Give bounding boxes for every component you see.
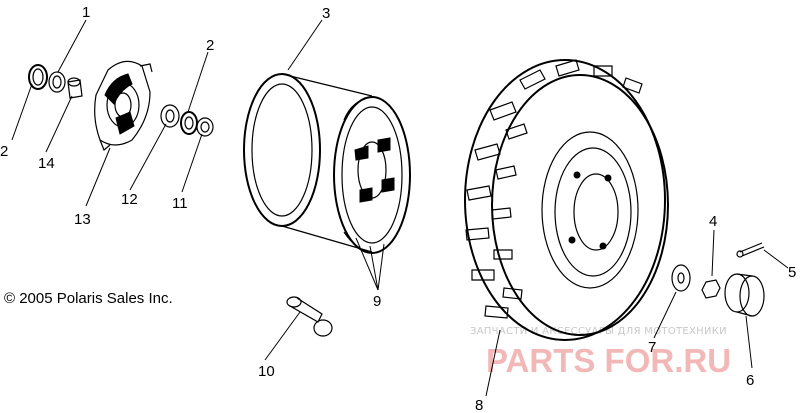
spacer-right-part — [196, 117, 214, 137]
bearing-right-part — [160, 104, 180, 128]
callout-3: 3 — [322, 5, 330, 22]
washer-part — [671, 264, 691, 292]
callout-11: 11 — [172, 195, 188, 212]
callout-10: 10 — [258, 363, 275, 380]
nut-part — [701, 279, 721, 299]
callouts: 1 2 2 3 4 5 6 7 8 9 10 11 12 13 14 — [0, 4, 796, 413]
callout-9: 9 — [373, 293, 381, 310]
copyright-notice: © 2005 Polaris Sales Inc. — [4, 290, 173, 307]
callout-4: 4 — [709, 213, 717, 230]
tire-part — [464, 59, 669, 341]
callout-1: 1 — [82, 4, 90, 21]
seal-right-part — [180, 111, 198, 135]
spacer-part — [67, 77, 83, 99]
rim-part — [243, 73, 411, 254]
leader-lines — [11, 19, 789, 397]
hub-part — [94, 60, 153, 151]
bearing-part — [48, 71, 66, 93]
seal-left-part — [28, 64, 48, 90]
callout-7: 7 — [648, 339, 656, 356]
callout-2-right: 2 — [206, 37, 214, 54]
hub-cap-part — [724, 273, 765, 317]
callout-5: 5 — [788, 264, 796, 281]
callout-8: 8 — [475, 397, 483, 413]
watermark: ЗАПЧАСТИ И АКСЕССУАРЫ ДЛЯ МОТОТЕХНИКИ PA… — [470, 326, 731, 379]
callout-6: 6 — [746, 372, 754, 389]
callout-13: 13 — [74, 211, 91, 228]
cotter-pin-part — [736, 242, 765, 258]
valve-stem-part — [286, 296, 333, 337]
watermark-brand: PARTS FOR.RU — [486, 342, 731, 379]
callout-12: 12 — [121, 191, 138, 208]
callout-14: 14 — [38, 155, 55, 172]
callout-2-left: 2 — [0, 143, 8, 160]
